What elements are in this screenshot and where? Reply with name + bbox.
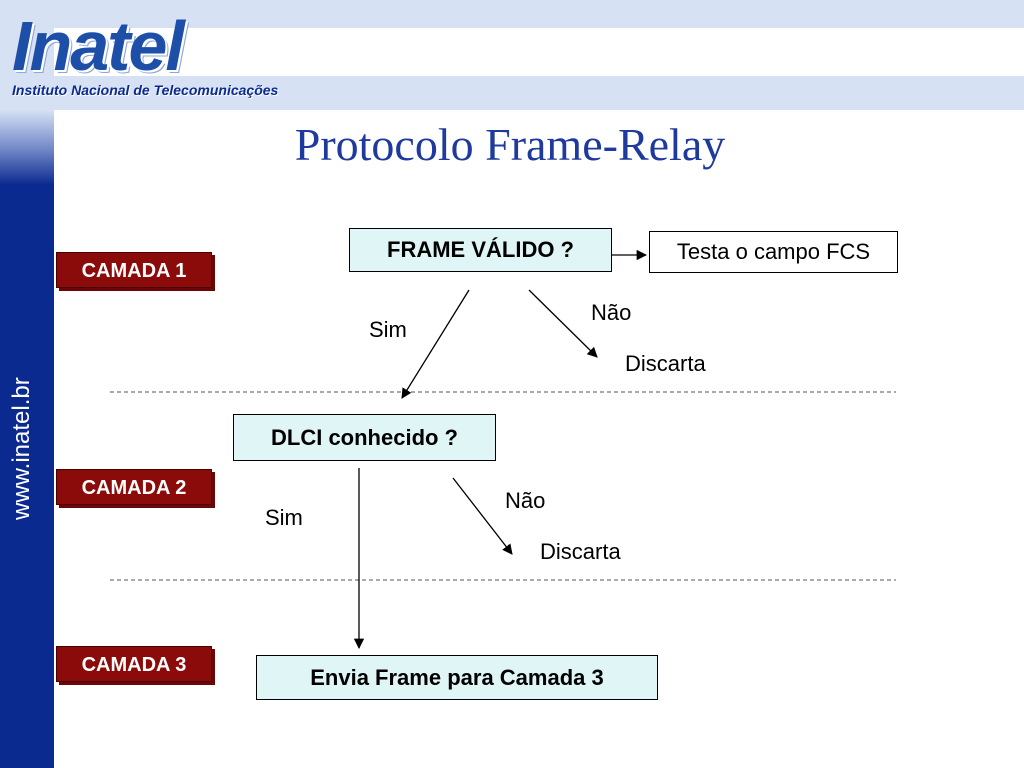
arrow-nao-1 — [528, 289, 598, 358]
dlci-box: DLCI conhecido ? — [233, 414, 496, 461]
arrow-sim-1 — [401, 289, 470, 399]
camada-1-badge: CAMADA 1 — [56, 252, 212, 288]
header-band-bottom — [0, 76, 1024, 110]
envia-frame-box: Envia Frame para Camada 3 — [256, 655, 658, 700]
logo-subtitle: Instituto Nacional de Telecomunicações — [12, 82, 279, 98]
discarta-label-2: Discarta — [540, 539, 621, 564]
nao-label-1: Não — [591, 300, 632, 325]
testa-fcs-box: Testa o campo FCS — [649, 231, 898, 273]
header-band-top — [0, 0, 1024, 28]
discarta-label-1: Discarta — [625, 351, 706, 376]
sim-label-1: Sim — [369, 317, 407, 342]
slide-title: Protocolo Frame-Relay — [294, 119, 726, 170]
sim-label-2: Sim — [265, 505, 303, 530]
logo-wordmark: Inatel — [12, 7, 185, 85]
camada-2-badge: CAMADA 2 — [56, 469, 212, 505]
arrow-nao-2 — [452, 477, 513, 555]
nao-label-2: Não — [505, 488, 546, 513]
inatel-logo: Inatel Instituto Nacional de Telecomunic… — [10, 6, 310, 106]
left-sidebar-strip — [0, 0, 54, 768]
frame-valido-box: FRAME VÁLIDO ? — [349, 228, 612, 272]
camada-3-badge: CAMADA 3 — [56, 646, 212, 682]
